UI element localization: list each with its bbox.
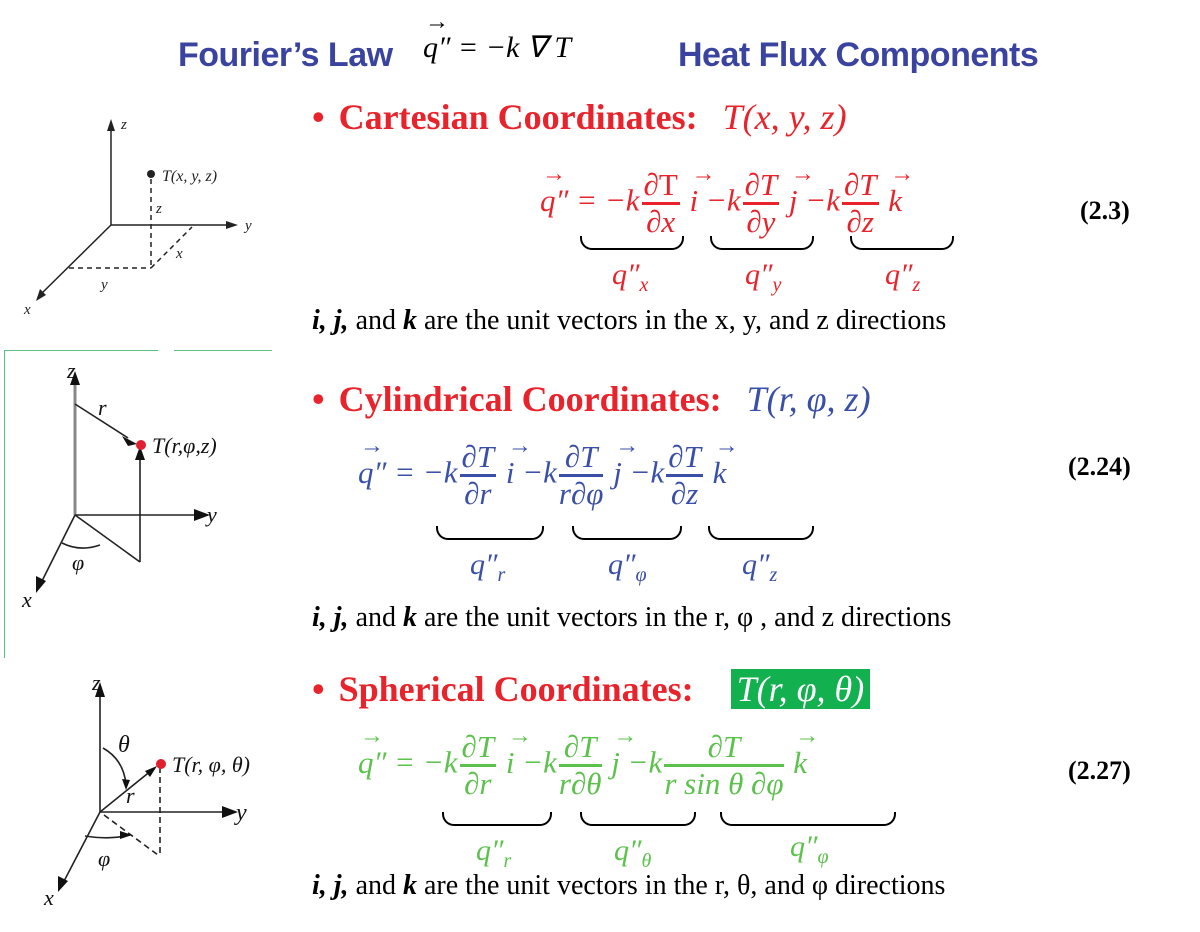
component-qx: q″x <box>612 258 649 296</box>
underbrace <box>720 812 896 826</box>
numerator: ∂T <box>664 729 784 768</box>
svg-text:z: z <box>120 117 127 133</box>
svg-text:z: z <box>66 358 76 383</box>
component-qr: q″r <box>476 834 512 872</box>
svg-text:θ: θ <box>118 732 130 758</box>
separator-line <box>4 350 158 351</box>
title-equation: q″ = −k ∇ T <box>423 9 571 65</box>
denominator: ∂z <box>670 476 699 512</box>
equation-number-2-24: (2.24) <box>1068 452 1131 481</box>
underbrace <box>708 526 814 540</box>
cartesian-heading-label: Cartesian Coordinates: <box>338 97 698 137</box>
svg-text:x: x <box>175 246 183 262</box>
component-qy: q″y <box>745 258 782 296</box>
underbrace <box>436 526 544 540</box>
component-qphi: q″φ <box>608 548 647 586</box>
svg-text:T(r,φ,z): T(r,φ,z) <box>152 433 217 458</box>
cylindrical-axes-icon: z r T(r,φ,z) y φ x <box>21 358 217 612</box>
underbrace <box>580 812 696 826</box>
component-qz: q″z <box>742 548 778 586</box>
numerator: ∂T <box>641 167 680 206</box>
svg-text:φ: φ <box>72 550 84 575</box>
svg-text:y: y <box>234 800 247 826</box>
svg-text:z: z <box>155 201 162 217</box>
cartesian-diagram: z T(x, y, z) z y x y x <box>0 95 290 318</box>
denominator: ∂x <box>646 204 676 240</box>
slide-title: Fourier’s Law q″ = −k ∇ T Heat Flux Comp… <box>0 8 1200 78</box>
cylindrical-function: T(r, φ, z) <box>746 379 871 419</box>
underbrace <box>442 812 552 826</box>
title-heat-flux-components: Heat Flux Components <box>678 36 1039 74</box>
component-qphi: q″φ <box>790 830 829 868</box>
component-qtheta: q″θ <box>614 834 652 872</box>
numerator: ∂T <box>841 167 879 206</box>
spherical-unit-vector-note: i, j, and k are the unit vectors in the … <box>312 870 946 901</box>
svg-text:z: z <box>91 670 101 695</box>
svg-text:y: y <box>243 218 252 234</box>
numerator: ∂T <box>666 439 703 478</box>
underbrace <box>850 236 954 250</box>
denominator: ∂r <box>464 476 492 512</box>
component-qr: q″r <box>470 548 506 586</box>
underbrace <box>710 236 814 250</box>
spherical-diagram: z θ T(r, φ, θ) r y φ x <box>0 660 300 927</box>
cylindrical-equation: q″ = −k∂T∂r i −k∂Tr∂φ j −k∂T∂z k <box>358 433 738 512</box>
denominator: ∂y <box>746 204 776 240</box>
cartesian-axes-icon: z T(x, y, z) z y x y x <box>23 117 252 318</box>
svg-text:r: r <box>98 395 107 420</box>
svg-text:x: x <box>23 302 31 315</box>
spherical-axes-icon: z θ T(r, φ, θ) r y φ x <box>43 670 250 910</box>
svg-text:x: x <box>21 587 32 612</box>
denominator: r∂θ <box>558 766 602 802</box>
numerator: ∂T <box>459 439 497 478</box>
svg-text:y: y <box>205 502 217 527</box>
denominator: ∂z <box>846 204 874 240</box>
cylindrical-heading: • Cylindrical Coordinates: T(r, φ, z) <box>312 378 871 420</box>
svg-text:y: y <box>99 277 108 293</box>
numerator: ∂T <box>742 167 780 206</box>
bullet: • <box>312 379 325 419</box>
denominator: r∂φ <box>558 476 604 512</box>
svg-text:x: x <box>43 885 54 910</box>
component-qz: q″z <box>885 258 921 296</box>
svg-text:T(x, y, z): T(x, y, z) <box>162 168 217 185</box>
equation-number-2-3: (2.3) <box>1080 196 1130 225</box>
spherical-equation: q″ = −k∂T∂r i −k∂Tr∂θ j −k∂Tr sin θ ∂φ k <box>358 723 819 802</box>
cartesian-equation: q″ = −k∂T∂x i −k∂T∂y j −k∂T∂z k <box>540 161 914 240</box>
svg-text:φ: φ <box>98 846 110 871</box>
underbrace <box>572 526 682 540</box>
cylindrical-unit-vector-note: i, j, and k are the unit vectors in the … <box>312 602 952 633</box>
svg-text:T(r, φ, θ): T(r, φ, θ) <box>172 752 250 777</box>
equation-number-2-27: (2.27) <box>1068 756 1131 785</box>
numerator: ∂T <box>558 729 602 768</box>
separator-line <box>4 350 5 658</box>
denominator: ∂r <box>464 766 492 802</box>
cylindrical-diagram: z r T(r,φ,z) y φ x <box>0 350 290 660</box>
cylindrical-heading-label: Cylindrical Coordinates: <box>338 379 722 419</box>
spherical-heading: • Spherical Coordinates: T(r, φ, θ) <box>312 668 871 710</box>
numerator: ∂T <box>459 729 497 768</box>
separator-line <box>174 350 272 351</box>
denominator: r sin θ ∂φ <box>664 766 784 802</box>
cartesian-heading: • Cartesian Coordinates: T(x, y, z) <box>312 96 847 138</box>
numerator: ∂T <box>558 439 604 478</box>
underbrace <box>580 236 684 250</box>
bullet: • <box>312 97 325 137</box>
title-fouriers-law: Fourier’s Law <box>178 36 393 74</box>
svg-text:r: r <box>126 783 135 808</box>
bullet: • <box>312 669 325 709</box>
cartesian-unit-vector-note: i, j, and k are the unit vectors in the … <box>312 305 947 336</box>
spherical-heading-label: Spherical Coordinates: <box>338 669 694 709</box>
spherical-function-highlight: T(r, φ, θ) <box>730 669 871 709</box>
cartesian-function: T(x, y, z) <box>722 97 847 137</box>
